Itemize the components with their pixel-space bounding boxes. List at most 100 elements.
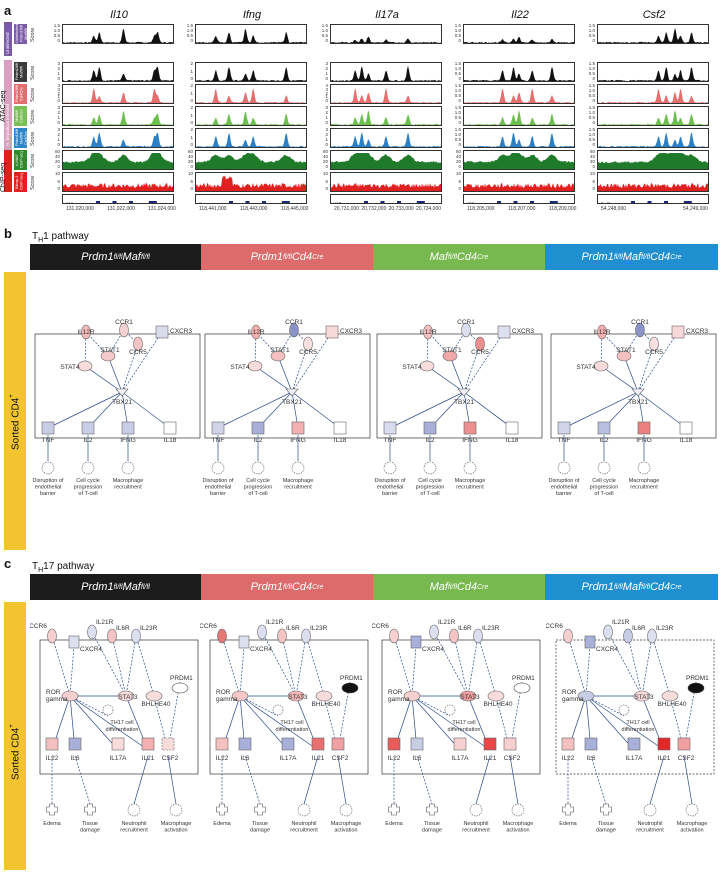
y-tick-label: 1.5 bbox=[588, 127, 595, 132]
svg-text:CSF2: CSF2 bbox=[332, 755, 349, 762]
y-tick-label: 10 bbox=[589, 171, 595, 176]
svg-text:progression: progression bbox=[590, 485, 619, 491]
signal-area bbox=[331, 153, 441, 169]
y-tick-label: 0 bbox=[325, 142, 328, 147]
y-tick-label: 0.5 bbox=[454, 137, 461, 142]
y-tick-label: 0 bbox=[458, 38, 461, 43]
y-tick-label: 3 bbox=[57, 86, 60, 92]
signal-area bbox=[331, 36, 441, 43]
svg-text:IL12R: IL12R bbox=[593, 329, 611, 336]
svg-text:TNF: TNF bbox=[212, 437, 225, 444]
coordinate-label: 131,024,000 bbox=[148, 206, 176, 212]
gene-model: Ifng bbox=[198, 201, 290, 203]
y-tick-label: 20 bbox=[455, 159, 461, 164]
svg-text:activation: activation bbox=[506, 828, 529, 834]
svg-text:Disruption of: Disruption of bbox=[549, 478, 580, 484]
track-panel bbox=[330, 24, 442, 44]
coordinate-label: 20,731,000 bbox=[334, 206, 360, 212]
y-tick-label: 0 bbox=[57, 76, 60, 81]
y-tick-label: 1.0 bbox=[186, 28, 193, 33]
peak-block bbox=[226, 166, 233, 169]
svg-text:Macrophage: Macrophage bbox=[283, 478, 314, 484]
y-tick-label: 2 bbox=[190, 61, 193, 66]
signal-area bbox=[331, 183, 441, 191]
y-tick-label: 40 bbox=[455, 154, 461, 159]
panel-c-title: TH17 pathway bbox=[32, 561, 95, 574]
svg-text:activation: activation bbox=[334, 828, 357, 834]
track-signal bbox=[464, 66, 574, 81]
svg-text:STAT1: STAT1 bbox=[442, 347, 462, 354]
y-tick-label: 1 bbox=[57, 137, 60, 142]
panel-a-letter: a bbox=[4, 3, 12, 18]
coordinate-label: 118,443,000 bbox=[240, 206, 268, 212]
track-signal bbox=[63, 66, 173, 81]
svg-text:BHLHE40: BHLHE40 bbox=[658, 701, 687, 708]
y-tick-label: 60 bbox=[455, 149, 461, 154]
y-tick-label: 1 bbox=[190, 90, 193, 96]
svg-text:IL17A: IL17A bbox=[452, 755, 470, 762]
svg-text:CSF2: CSF2 bbox=[504, 755, 521, 762]
svg-text:IL2: IL2 bbox=[253, 437, 262, 444]
svg-text:IL21R: IL21R bbox=[96, 619, 114, 626]
score-label: Score bbox=[30, 153, 36, 168]
svg-text:BHLHE40: BHLHE40 bbox=[142, 701, 171, 708]
y-tick-label: 1.0 bbox=[454, 110, 461, 115]
group-color-bar bbox=[4, 60, 12, 150]
track-panel bbox=[62, 106, 174, 126]
svg-text:CCR5: CCR5 bbox=[645, 349, 663, 356]
y-tick-label: 3 bbox=[325, 127, 328, 132]
svg-text:Neutrophil: Neutrophil bbox=[121, 821, 146, 827]
svg-text:Macrophage: Macrophage bbox=[503, 821, 534, 827]
track-signal bbox=[331, 36, 441, 43]
y-tick-label: 0 bbox=[458, 142, 461, 147]
y-tick-label: 1 bbox=[325, 115, 328, 120]
svg-text:IL23R: IL23R bbox=[482, 625, 500, 632]
y-tick-label: 3 bbox=[57, 127, 60, 132]
svg-text:endothelial: endothelial bbox=[205, 485, 232, 491]
group-color-bar bbox=[4, 150, 12, 192]
y-tick-label: 1 bbox=[190, 68, 193, 74]
svg-text:STAT3: STAT3 bbox=[118, 694, 138, 701]
y-tick-label: 0 bbox=[57, 120, 60, 125]
svg-text:CCR6: CCR6 bbox=[372, 623, 389, 630]
gene-model-box: Il22 bbox=[463, 194, 575, 204]
coordinate-label: 54,249,000 bbox=[683, 206, 709, 212]
y-tick-label: 1 bbox=[57, 94, 60, 100]
y-tick-label: 1.0 bbox=[588, 88, 595, 93]
score-label: Score bbox=[30, 87, 36, 102]
signal-area bbox=[331, 87, 441, 103]
track-tag-text: Uninfected Prdm1fl/fl Maffl/fl bbox=[14, 23, 28, 43]
svg-text:CXCR3: CXCR3 bbox=[512, 328, 534, 335]
svg-text:IL17A: IL17A bbox=[280, 755, 298, 762]
svg-text:progression: progression bbox=[416, 485, 445, 491]
signal-area bbox=[196, 88, 306, 103]
svg-text:IL2: IL2 bbox=[83, 437, 92, 444]
panel-b-sorted-label: Sorted CD4+ bbox=[9, 394, 22, 450]
coordinate-label: 131,020,000 bbox=[66, 206, 94, 212]
svg-text:endothelial: endothelial bbox=[551, 485, 578, 491]
signal-area bbox=[598, 27, 708, 43]
svg-text:STAT1: STAT1 bbox=[616, 347, 636, 354]
y-tick-label: 0 bbox=[325, 186, 328, 191]
track-panel bbox=[330, 62, 442, 82]
svg-text:CCR6: CCR6 bbox=[546, 623, 563, 630]
y-tick-label: 2 bbox=[57, 110, 60, 115]
track-signal bbox=[598, 27, 708, 43]
y-tick-label: 0 bbox=[325, 38, 328, 43]
svg-text:ROR: ROR bbox=[562, 689, 577, 696]
track-signal bbox=[63, 111, 173, 125]
svg-text:Tissue: Tissue bbox=[598, 821, 614, 827]
svg-text:Macrophage: Macrophage bbox=[455, 478, 486, 484]
coordinate-label: 118,209,000 bbox=[549, 206, 577, 212]
y-tick-label: 0 bbox=[592, 186, 595, 191]
signal-area bbox=[196, 153, 306, 169]
svg-text:TNF: TNF bbox=[558, 437, 571, 444]
signal-area bbox=[598, 66, 708, 81]
y-tick-label: 0 bbox=[592, 142, 595, 147]
svg-text:IL12R: IL12R bbox=[247, 329, 265, 336]
svg-text:STAT4: STAT4 bbox=[576, 364, 596, 371]
gene-model: Il10 bbox=[65, 201, 157, 203]
svg-text:IL21R: IL21R bbox=[612, 619, 630, 626]
